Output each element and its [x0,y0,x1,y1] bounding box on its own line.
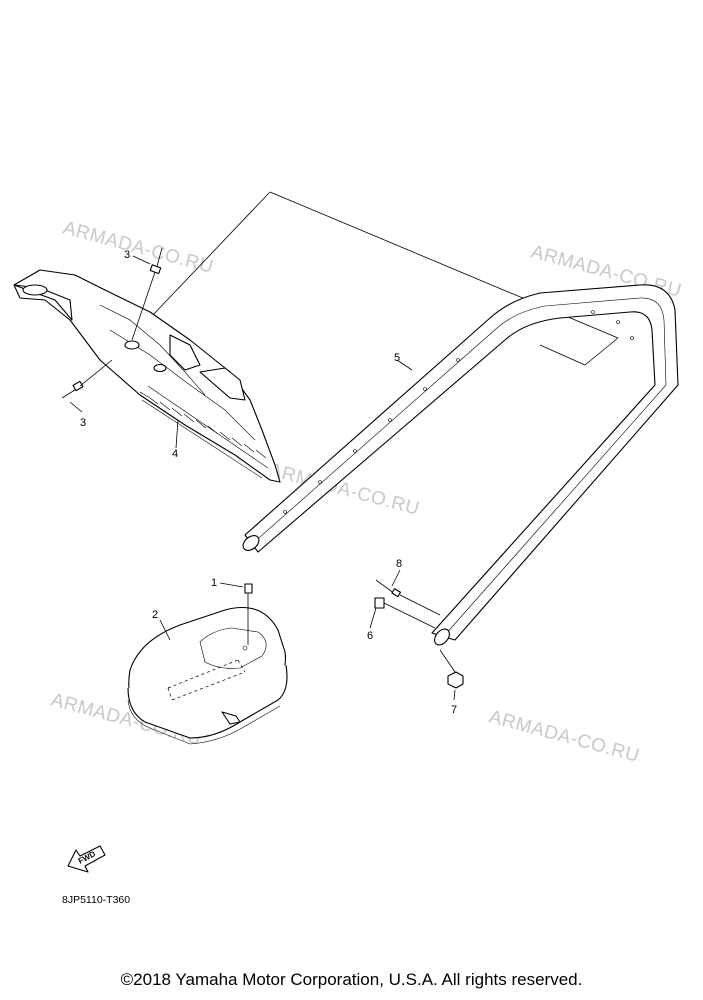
callout-5: 5 [394,352,400,364]
drawing-code: 8JP5110-T360 [62,894,130,906]
callout-leaders [69,255,456,701]
part-8-rivet [375,579,441,616]
watermark: ARMADA-CO.RU [487,707,642,767]
part-3-bolt-upper [131,247,163,341]
callout-7: 7 [451,704,457,716]
callout-8: 8 [396,558,402,570]
reference-frame [131,191,619,366]
callout-1: 1 [211,577,217,589]
part-3-bolt-lower [61,359,113,399]
callout-2: 2 [152,609,158,621]
part-1-clip [244,583,253,645]
part-6-screw [374,597,436,629]
part-2-pad [127,606,288,745]
part-7-nut [439,649,464,689]
watermark: ARMADA-CO.RU [61,218,216,278]
callout-3-lower: 3 [80,417,86,429]
copyright-notice: ©2018 Yamaha Motor Corporation, U.S.A. A… [120,970,583,989]
fwd-arrow-icon: FWD [67,845,106,873]
part-4-flap [13,269,281,483]
callout-6: 6 [367,630,373,642]
callout-4: 4 [172,448,178,460]
callout-3-upper: 3 [124,249,130,261]
part-5-rail [242,284,679,646]
